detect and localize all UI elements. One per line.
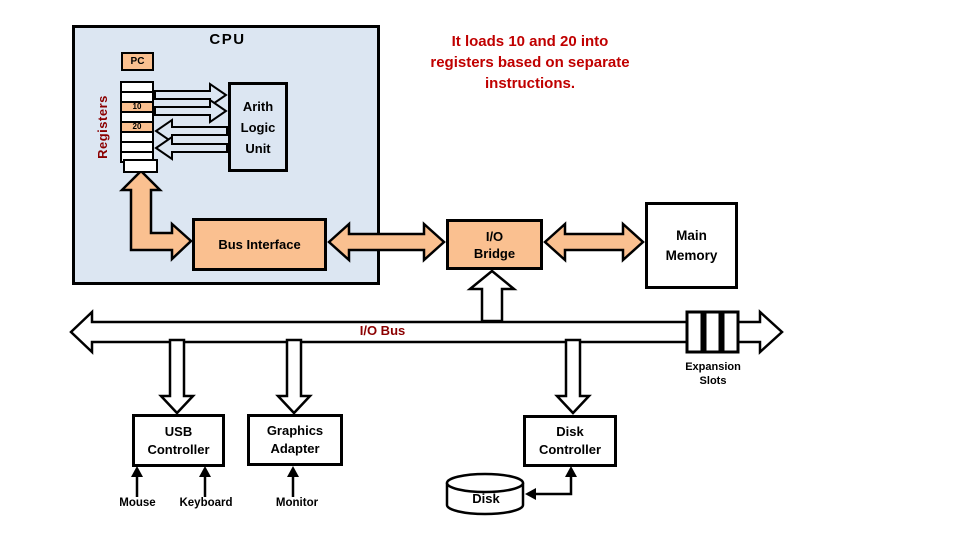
bus-interface-label: Bus Interface [218,237,301,252]
iobus-to-iobridge-arrow [466,269,518,323]
bus-interface-box: Bus Interface [192,218,327,271]
mouse-arrow-head [131,466,143,477]
io-bridge-box: I/O Bridge [446,219,543,270]
disk-controller-line: Disk [556,424,584,439]
alu-to-register-arrow-2 [154,135,228,161]
keyboard-label: Keyboard [179,497,233,509]
io-bus-label: I/O Bus [359,323,406,338]
registers-label: Registers [95,95,110,159]
alu-line: Logic [240,119,276,135]
disk-controller-link-head-left [525,488,536,500]
register-to-alu-arrow-2 [154,98,228,124]
expansion-slot-2 [703,310,722,354]
annotation-text: It loads 10 and 20 into registers based … [405,31,655,94]
monitor-label: Monitor [275,497,319,509]
cpu-title: CPU [209,31,246,48]
register-bottom-cell [123,159,158,173]
main-memory-line: Memory [665,247,718,263]
register-stack: 10 20 [120,81,154,163]
iobus-to-diskcontroller-arrow [554,338,592,415]
annotation-line: instructions. [484,75,575,92]
alu-line: Arith [242,98,274,114]
main-memory-box: Main Memory [645,202,738,289]
iobridge-mainmemory-arrow [543,221,645,263]
businterface-iobridge-arrow [327,221,446,263]
main-memory-line: Main [676,227,707,243]
expansion-slot-3 [721,310,740,354]
io-bus-arrow [69,309,784,355]
expansion-slots-label: Expansion Slots [675,360,751,388]
register-to-alu-arrow-1 [154,82,228,108]
annotation-line: It loads 10 and 20 into [451,33,609,50]
monitor-arrow-head [287,466,299,477]
mouse-label: Mouse [119,497,156,509]
iobus-to-graphics-arrow [275,338,313,415]
expansion-slots-line: Slots [699,375,727,387]
disk-controller-link-line [536,475,573,496]
disk-label: Disk [472,491,500,506]
alu-to-register-arrow-1 [154,118,228,144]
alu-box: Arith Logic Unit [228,82,288,172]
keyboard-arrow-head [199,466,211,477]
expansion-slot-1 [685,310,704,354]
graphics-adapter-line: Graphics [266,423,324,438]
iobus-to-usb-arrow [158,338,196,415]
alu-line: Unit [245,140,271,156]
disk-controller-line: Controller [538,442,602,457]
io-bridge-line: Bridge [473,245,516,261]
io-bridge-line: I/O [485,228,504,244]
graphics-adapter-line: Adapter [270,441,320,456]
annotation-line: registers based on separate [430,54,630,71]
graphics-adapter-box: Graphics Adapter [247,414,343,466]
register-cell-value-10: 10 [120,101,154,113]
expansion-slots-line: Expansion [685,361,741,373]
pc-register: PC [121,52,154,71]
usb-controller-line: Controller [147,441,210,457]
disk-controller-link-head-up [565,466,577,477]
pc-label: PC [130,56,145,67]
usb-controller-box: USB Controller [132,414,225,467]
disk-controller-box: Disk Controller [523,415,617,467]
usb-controller-line: USB [164,423,193,439]
registers-businterface-arrow [118,169,193,262]
disk-cylinder-top [445,472,525,494]
